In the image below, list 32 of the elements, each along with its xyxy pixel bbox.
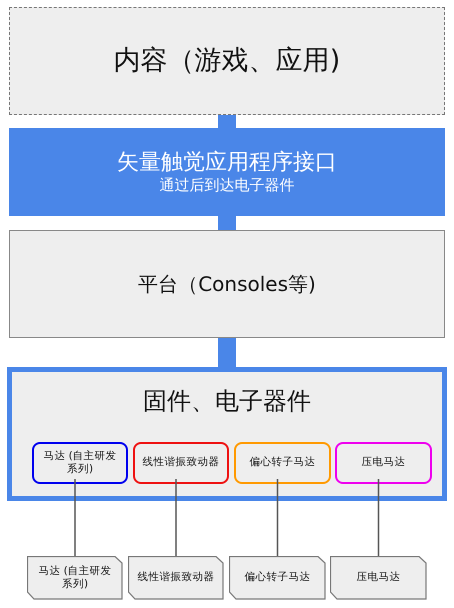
platform-box (9, 230, 445, 338)
band-title: 矢量触觉应用程序接口 (116, 148, 338, 176)
connector-bar (218, 115, 236, 128)
component-card (229, 556, 326, 600)
connector-bar (218, 216, 236, 230)
connector-line (378, 479, 380, 556)
component-card (27, 556, 123, 600)
component-card (128, 556, 224, 600)
panel-title: 固件、电子器件 (142, 386, 312, 416)
content-box (9, 7, 445, 115)
node-label: 偏心转子马达 (244, 571, 312, 585)
node-label: 马达 (自主研发系列) (37, 564, 113, 592)
node-label: 压电马达 (356, 571, 402, 585)
connector-bar (218, 338, 236, 367)
component-box (133, 442, 229, 484)
component-box (234, 442, 331, 484)
node-label: 平台（Consoles等) (137, 272, 317, 296)
firmware-panel (7, 367, 447, 501)
connector-line (276, 479, 278, 556)
connector-line (175, 479, 177, 556)
component-box (335, 442, 432, 484)
connector-line (74, 479, 76, 556)
node-label: 压电马达 (360, 456, 406, 470)
node-label: 偏心转子马达 (248, 456, 316, 470)
node-label: 马达 (自主研发系列) (42, 450, 118, 476)
node-label: 线性谐振致动器 (136, 571, 216, 585)
component-box (32, 442, 128, 484)
band-subtitle: 通过后到达电子器件 (158, 176, 296, 196)
component-card (330, 556, 427, 600)
node-label: 内容（游戏、应用) (112, 44, 342, 78)
api-band (9, 128, 445, 216)
node-label: 线性谐振致动器 (142, 456, 220, 470)
